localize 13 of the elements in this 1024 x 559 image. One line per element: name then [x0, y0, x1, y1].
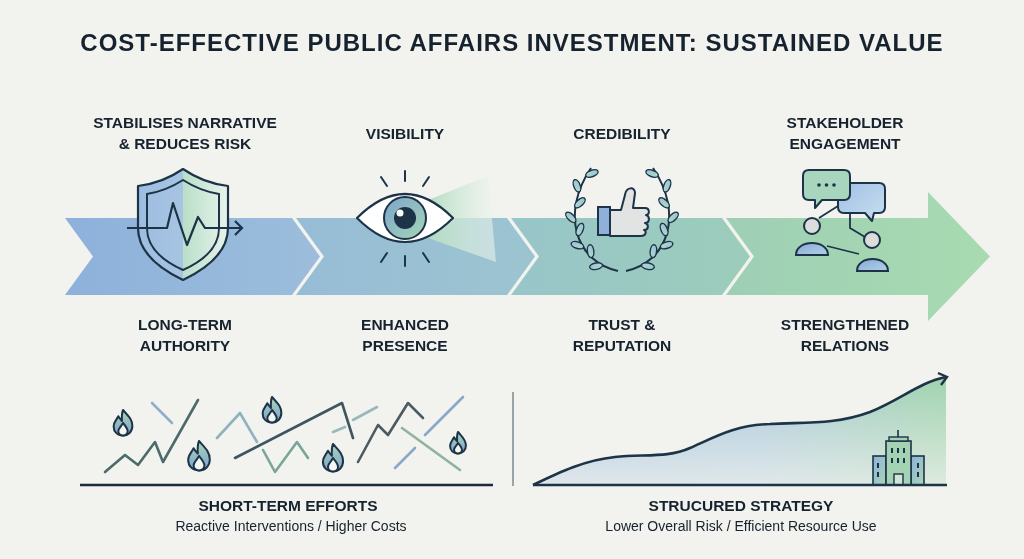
stage-heading: STAKEHOLDER ENGAGEMENT [785, 113, 905, 154]
section-subtitle: Reactive Interventions / Higher Costs [175, 518, 407, 534]
section-subtitle: Lower Overall Risk / Efficient Resource Use [605, 518, 877, 534]
diagram-title: COST-EFFECTIVE PUBLIC AFFAIRS INVESTMENT: SUSTAINED VALUE [79, 29, 945, 57]
stage-outcome: ENHANCED PRESENCE [360, 315, 450, 356]
stage-heading: VISIBILITY [365, 123, 445, 144]
stage-outcome: LONG-TERM AUTHORITY [137, 315, 233, 356]
section-heading: STRUCURED STRATEGY [648, 497, 834, 515]
stage-outcome: TRUST & REPUTATION [571, 315, 673, 356]
stage-outcome: STRENGTHENED RELATIONS [779, 315, 911, 356]
stage-heading: STABILISES NARRATIVE & REDUCES RISK [92, 113, 278, 154]
stage-heading: CREDIBILITY [573, 123, 671, 144]
section-heading: SHORT-TERM EFFORTS [198, 497, 378, 515]
